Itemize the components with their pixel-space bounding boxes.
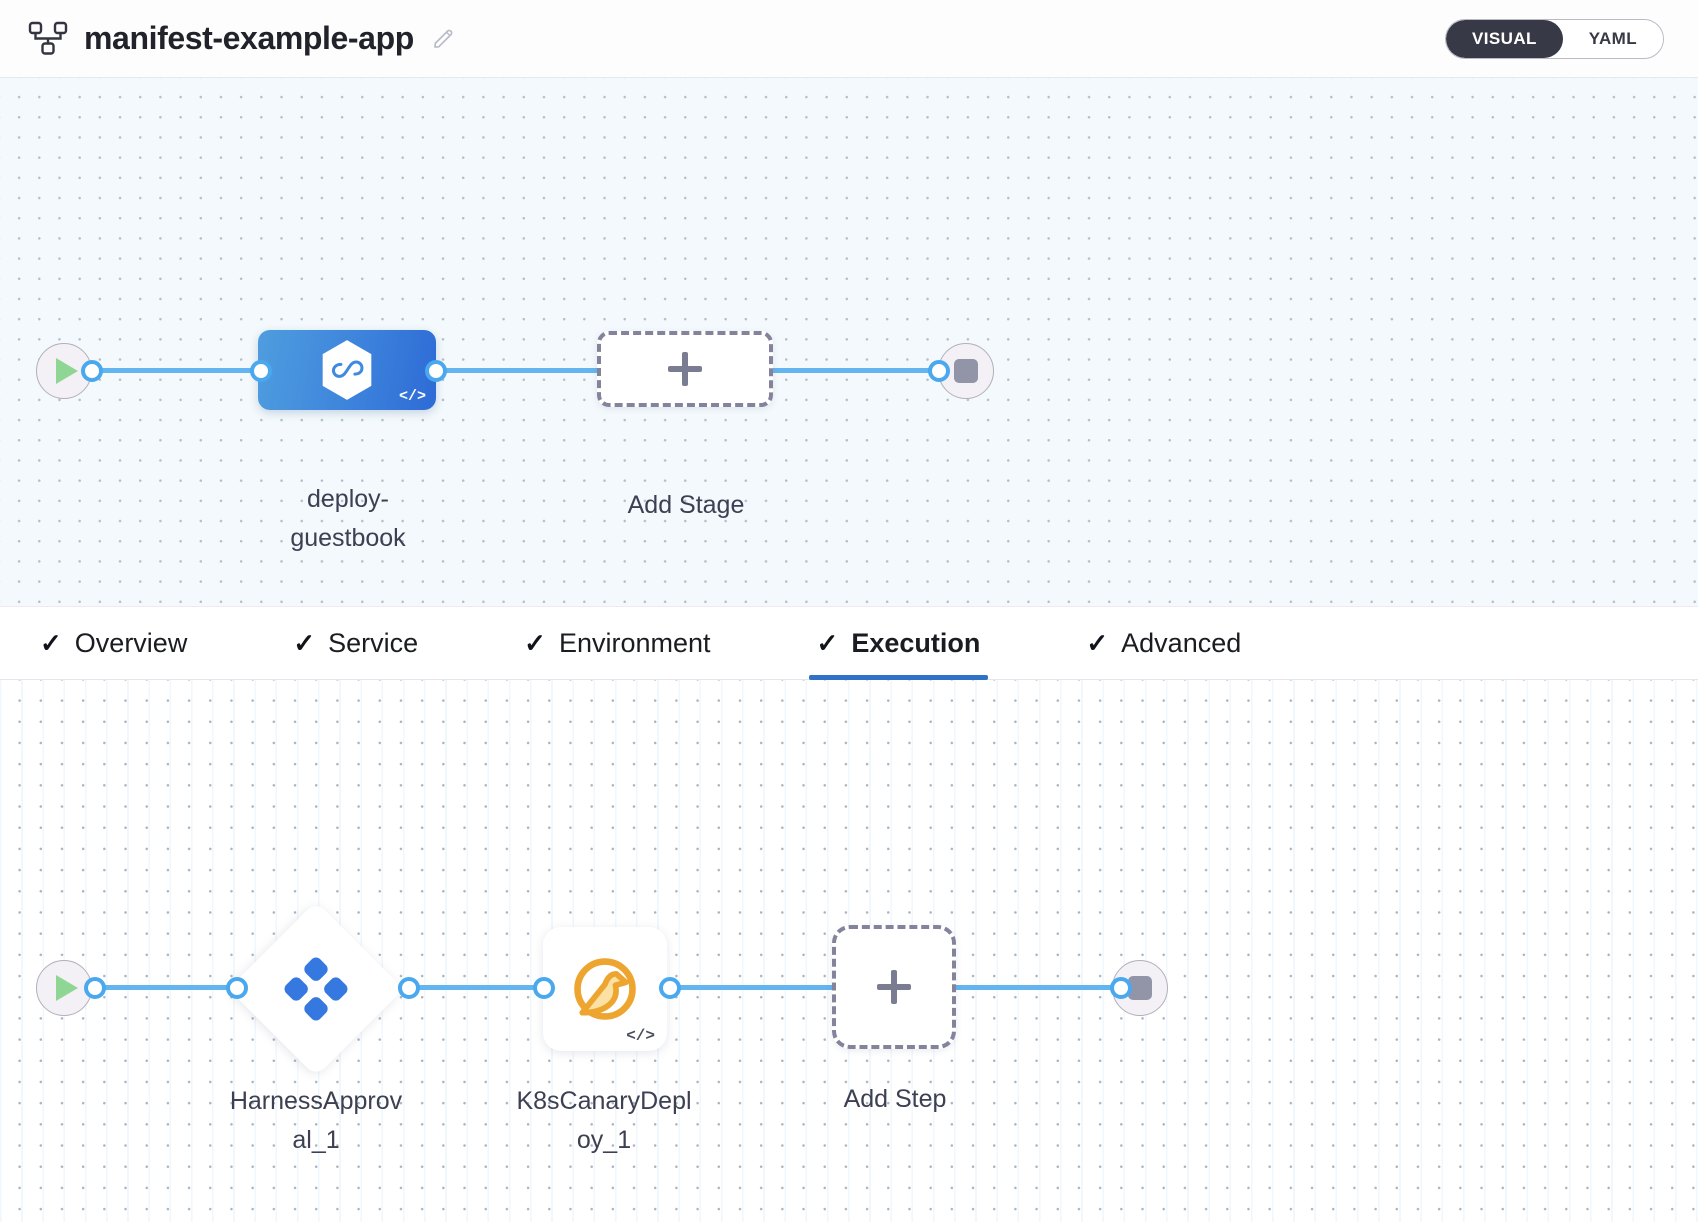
page-header: manifest-example-app VISUAL YAML: [0, 0, 1698, 78]
stage-graph-canvas[interactable]: </> deploy- guestbook Add Stage: [0, 78, 1698, 606]
check-icon: ✓: [1086, 628, 1109, 658]
tab-service[interactable]: ✓ Service: [285, 607, 426, 679]
pipeline-start-node[interactable]: [36, 343, 92, 399]
tab-environment-label: Environment: [558, 627, 711, 658]
connector-addstep-to-end: [950, 985, 1115, 990]
tab-overview[interactable]: ✓ Overview: [32, 607, 195, 679]
port-end-in: [928, 360, 950, 382]
check-icon: ✓: [524, 628, 546, 658]
add-stage-label: Add Stage: [627, 491, 745, 519]
tab-environment[interactable]: ✓ Environment: [516, 607, 718, 679]
stage-config-tabs: ✓ Overview ✓ Service ✓ Environment ✓ Exe…: [0, 606, 1698, 680]
stop-icon: [1128, 976, 1152, 1000]
header-left-group: manifest-example-app: [0, 20, 456, 57]
connector-start-to-stage: [72, 368, 382, 373]
connector-start-to-approval: [74, 985, 254, 990]
stage-code-badge: </>: [398, 388, 426, 405]
step-label-harness-approval: HarnessApprov al_1: [229, 1087, 403, 1154]
toggle-option-visual[interactable]: VISUAL: [1446, 19, 1563, 58]
port-approval-in: [226, 977, 248, 999]
play-icon: [55, 975, 78, 1001]
add-step-label: Add Step: [843, 1085, 947, 1113]
canary-bird-icon: [574, 958, 636, 1020]
stop-icon: [954, 359, 978, 383]
harness-cd-hexagon-icon: [322, 340, 372, 400]
port-start-out: [81, 360, 103, 382]
port-canary-out: [659, 977, 681, 999]
step-label-k8s-canary-deploy: K8sCanaryDepl oy_1: [516, 1087, 692, 1154]
pipeline-end-node[interactable]: [938, 343, 994, 399]
step-code-badge: </>: [626, 1027, 655, 1045]
connector-canary-to-addstep: [540, 985, 840, 990]
edit-pencil-icon[interactable]: [430, 26, 456, 52]
port-exec-end-in: [1110, 977, 1132, 999]
check-icon: ✓: [816, 628, 839, 658]
play-icon: [55, 358, 78, 384]
tab-execution[interactable]: ✓ Execution: [808, 607, 989, 680]
step-node-k8s-canary-deploy[interactable]: </>: [543, 927, 667, 1051]
tab-advanced-label: Advanced: [1121, 627, 1242, 658]
stage-node-deploy-guestbook[interactable]: </>: [258, 330, 436, 410]
plus-icon: [877, 970, 911, 1004]
view-mode-toggle[interactable]: VISUAL YAML: [1445, 18, 1664, 59]
add-stage-button[interactable]: [597, 331, 773, 407]
header-right-group: VISUAL YAML: [1445, 18, 1698, 59]
connector-stage-to-addstage: [430, 368, 620, 373]
check-icon: ✓: [40, 628, 62, 658]
pipeline-nodes-icon: [28, 21, 68, 57]
tab-execution-label: Execution: [851, 627, 981, 658]
stage-node-label: deploy- guestbook: [290, 485, 406, 552]
port-approval-out: [398, 977, 420, 999]
port-stage-in: [250, 360, 272, 382]
plus-icon: [668, 352, 702, 386]
port-canary-in: [533, 977, 555, 999]
port-exec-start-out: [84, 977, 106, 999]
port-stage-out: [425, 360, 447, 382]
page-title: manifest-example-app: [84, 20, 414, 56]
tab-service-label: Service: [328, 627, 419, 658]
toggle-option-yaml[interactable]: YAML: [1562, 19, 1663, 58]
tab-overview-label: Overview: [74, 627, 188, 658]
step-node-harness-approval[interactable]: [228, 901, 404, 1077]
tab-advanced[interactable]: ✓ Advanced: [1078, 607, 1249, 679]
check-icon: ✓: [293, 628, 316, 658]
connector-addstage-to-end: [765, 368, 940, 373]
execution-graph-canvas[interactable]: HarnessApprov al_1 </> K8sCanaryDepl oy_…: [0, 680, 1698, 1222]
add-step-button[interactable]: [832, 925, 956, 1049]
